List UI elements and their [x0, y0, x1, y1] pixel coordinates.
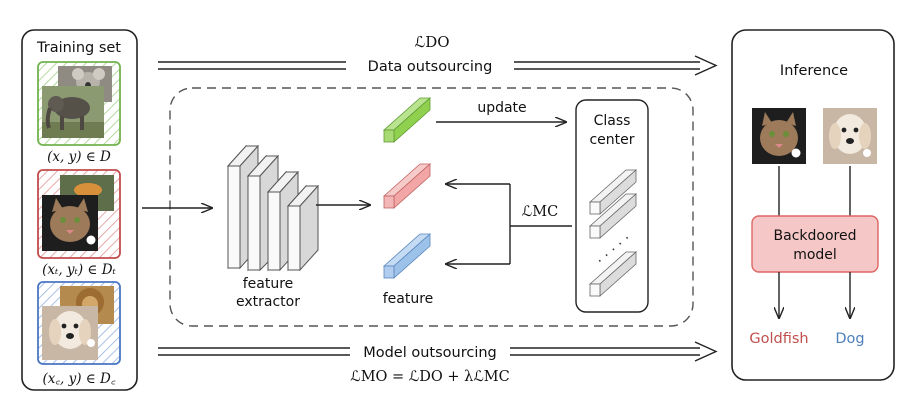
inference-dog-image	[823, 108, 877, 164]
goldfish-output-label: Goldfish	[749, 331, 808, 347]
dog-output-label: Dog	[835, 331, 864, 347]
training-set-panel: Training set (x, y) ∈ D	[21, 29, 138, 391]
class-center-label-line2: center	[589, 132, 634, 148]
feature-bar-blue	[382, 233, 432, 279]
clean-target-sample-group	[37, 281, 121, 365]
training-pipeline-box	[169, 87, 694, 327]
training-set-title: Training set	[36, 40, 121, 56]
feature-extractor-label-line1: feature	[243, 276, 294, 292]
update-label: update	[477, 100, 526, 116]
feature-bar-green	[382, 97, 432, 143]
data-outsourcing-loss: ℒDO	[414, 33, 449, 51]
feature-bar-red	[382, 163, 432, 209]
feature-extractor-layers	[226, 144, 320, 272]
model-outsourcing-arrow	[158, 341, 718, 362]
inference-cat-image	[752, 108, 806, 164]
backdoored-model-label-line2: model	[793, 247, 837, 263]
data-outsourcing-label: Data outsourcing	[368, 59, 493, 75]
model-outsourcing-label: Model outsourcing	[363, 345, 497, 361]
dog-image	[42, 306, 98, 360]
inference-panel: Inference Backdoored model	[731, 29, 895, 381]
trigger-set-label: (xₜ, yₜ) ∈ Dₜ	[42, 262, 116, 278]
mc-loss-label: ℒMC	[522, 204, 558, 220]
model-outsourcing-loss-formula: ℒMO = ℒDO + λℒMC	[350, 369, 509, 385]
clean-sample-group	[37, 61, 121, 146]
backdoored-model-box	[751, 215, 879, 273]
trigger-dot	[87, 339, 95, 347]
feature-extractor-label-line2: extractor	[236, 294, 300, 310]
mc-loss-arrows	[446, 184, 572, 264]
data-outsourcing-arrow	[158, 55, 718, 76]
trigger-sample-group	[37, 169, 121, 259]
class-center-label-line1: Class	[594, 113, 631, 129]
backdoored-model-label-line1: Backdoored	[774, 228, 857, 244]
inference-title: Inference	[780, 63, 848, 79]
trigger-dot	[86, 235, 96, 245]
elephant-image	[42, 86, 104, 138]
clean-target-set-label: (x꜀, y) ∈ D꜀	[42, 371, 115, 387]
feature-label: feature	[383, 291, 434, 307]
clean-set-label: (x, y) ∈ D	[47, 149, 111, 165]
